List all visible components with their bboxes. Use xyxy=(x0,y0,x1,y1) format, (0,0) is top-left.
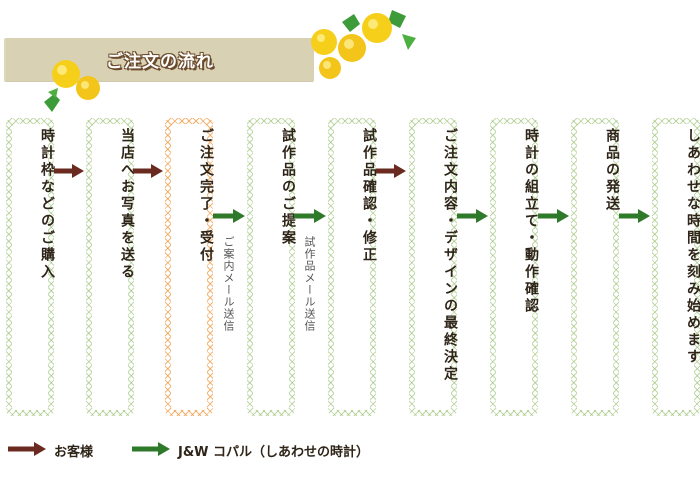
arrow-right-icon-company-4 xyxy=(538,209,569,223)
arrow-right-icon-company-2 xyxy=(294,209,326,223)
flower-right-icon xyxy=(311,10,416,79)
legend-company-label: J&W コパル（しあわせの時計） xyxy=(178,445,370,460)
step-9-label: しあわせな時間を刻み始めます xyxy=(685,128,700,366)
arrow-right-icon-customer-2 xyxy=(133,164,163,178)
flower-left-icon xyxy=(44,60,100,112)
step-1-label: 時計枠などのご購入 xyxy=(39,128,55,281)
step-5-label: 試作品確認・修正 xyxy=(361,128,377,264)
step-7-label: 時計の組立て・動作確認 xyxy=(523,128,539,315)
legend-customer-arrow-icon xyxy=(8,442,46,456)
step-2: 当店へお写真を送る xyxy=(86,118,135,416)
step-3: ご注文完了・受付 xyxy=(165,118,214,416)
step-4: 試作品のご提案 xyxy=(247,118,296,416)
step-8-label: 商品の発送 xyxy=(604,128,620,213)
legend-company-arrow-icon xyxy=(132,442,170,456)
arrow-right-icon-company-5 xyxy=(619,209,650,223)
note-guidance-mail: ご案内メール送信 xyxy=(222,236,235,332)
page-title: ご注文の流れ xyxy=(106,52,214,72)
arrow-right-icon-company-3 xyxy=(457,209,488,223)
arrow-right-icon-company-1 xyxy=(213,209,245,223)
step-5: 試作品確認・修正 xyxy=(328,118,377,416)
arrow-right-icon-customer-1 xyxy=(54,164,84,178)
step-6: ご注文内容・デザインの最終決定 xyxy=(409,118,458,416)
legend-customer-label: お客様 xyxy=(54,445,94,460)
arrow-right-icon-customer-3 xyxy=(376,164,406,178)
step-4-label: 試作品のご提案 xyxy=(280,128,296,247)
step-9: しあわせな時間を刻み始めます xyxy=(652,118,700,416)
step-1: 時計枠などのご購入 xyxy=(6,118,55,416)
step-3-label: ご注文完了・受付 xyxy=(198,128,214,264)
step-8: 商品の発送 xyxy=(571,118,620,416)
note-prototype-mail: 試作品メール送信 xyxy=(303,236,316,332)
step-7: 時計の組立て・動作確認 xyxy=(490,118,539,416)
step-6-label: ご注文内容・デザインの最終決定 xyxy=(442,128,458,383)
step-2-label: 当店へお写真を送る xyxy=(119,128,135,281)
